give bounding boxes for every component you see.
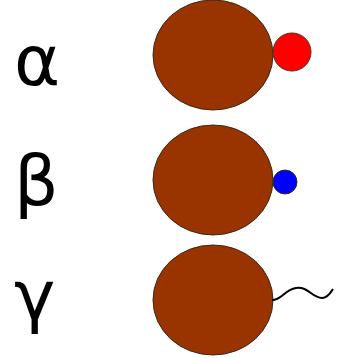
cell-body (153, 0, 273, 110)
blue-particle (273, 170, 297, 194)
cell-body (153, 245, 273, 355)
cell-body (153, 125, 273, 235)
greek-label: α (14, 26, 60, 96)
wave-tail (272, 288, 333, 300)
greek-label: γ (14, 261, 55, 331)
red-particle (273, 33, 311, 71)
greek-label: β (14, 146, 59, 216)
